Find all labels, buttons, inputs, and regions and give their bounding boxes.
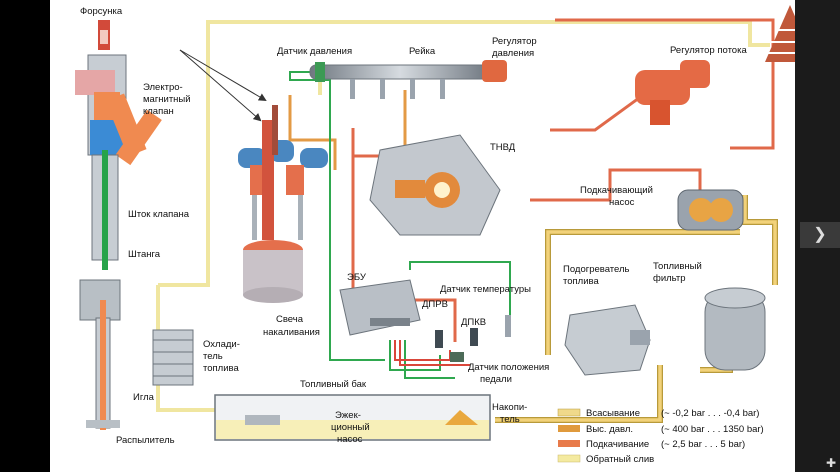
label-valve-stem: Шток клапана — [128, 209, 190, 220]
engine-cylinder — [238, 105, 328, 303]
label-jet-pump-3: насос — [337, 434, 363, 445]
label-cooler-2: тель — [203, 351, 223, 362]
legend-range: (~ 2,5 bar . . . 5 bar) — [661, 439, 745, 450]
fuel-heater — [564, 304, 651, 376]
common-rail — [309, 60, 507, 99]
legend-swatch-return — [557, 454, 581, 463]
label-pressure-sensor: Датчик давления — [277, 46, 352, 57]
label-glow-plug-1: Свеча — [276, 314, 304, 325]
label-fuel-tank: Топливный бак — [300, 379, 367, 390]
label-glow-plug-2: накаливания — [263, 327, 320, 338]
label-dprv: ДПРВ — [422, 299, 448, 310]
legend-item: Подкачивание (~ 2,5 bar . . . 5 bar) — [558, 439, 745, 450]
legend-swatch-suction — [557, 408, 581, 417]
fuel-tank — [214, 394, 491, 441]
legend-item: Обратный слив — [557, 454, 654, 465]
diagram-panel: Форсунка Электро- магнитный клапан Шток … — [50, 0, 795, 472]
label-fuel-heater-2: топлива — [563, 276, 599, 287]
label-accumulator-2: тель — [500, 414, 520, 425]
label-solenoid-2: магнитный — [143, 94, 191, 105]
flow-regulator — [635, 60, 710, 125]
label-ecu: ЭБУ — [347, 272, 367, 283]
legend-name: Всасывание — [586, 408, 640, 419]
fuel-system-diagram: Форсунка Электро- магнитный клапан Шток … — [75, 5, 795, 465]
label-pressure-regulator-2: давления — [492, 48, 534, 59]
legend-range: (~ 400 bar . . . 1350 bar) — [661, 424, 764, 435]
ecu-unit — [339, 279, 421, 336]
label-fuel-heater-1: Подогреватель — [563, 264, 630, 275]
fuel-cooler — [152, 329, 194, 386]
label-jet-pump-1: Эжек- — [335, 410, 361, 421]
label-nozzle: Распылитель — [116, 435, 175, 446]
label-rod: Штанга — [128, 249, 161, 260]
expand-icon[interactable]: ✚ — [825, 456, 836, 470]
label-accumulator-1: Накопи- — [492, 402, 527, 413]
label-solenoid-1: Электро- — [143, 82, 183, 93]
label-cooler-3: топлива — [203, 363, 239, 374]
label-cooler-1: Охлади- — [203, 339, 240, 350]
injector-cutaway — [75, 20, 162, 430]
label-feed-pump-2: насос — [609, 197, 635, 208]
label-jet-pump-2: ционный — [331, 422, 370, 433]
legend-name: Выс. давл. — [586, 424, 633, 435]
label-pedal-sensor-2: педали — [480, 374, 512, 385]
legend-range: (~ -0,2 bar . . . -0,4 bar) — [661, 408, 759, 419]
sensors — [435, 315, 511, 362]
feed-pump — [677, 189, 744, 231]
label-pedal-sensor-1: Датчик положения — [468, 362, 549, 373]
label-injector: Форсунка — [80, 6, 123, 17]
label-dpkv: ДПКВ — [461, 317, 486, 328]
label-fuel-filter-2: фильтр — [653, 273, 686, 284]
label-needle: Игла — [133, 392, 155, 403]
pyramid-logo — [765, 5, 795, 62]
legend-item: Всасывание (~ -0,2 bar . . . -0,4 bar) — [557, 408, 759, 419]
label-fuel-filter-1: Топливный — [653, 261, 702, 272]
legend-swatch-feed — [558, 440, 580, 447]
pointer-arrows — [179, 49, 267, 122]
legend-item: Выс. давл. (~ 400 bar . . . 1350 bar) — [558, 424, 764, 435]
hp-pump — [369, 134, 501, 236]
fuel-filter — [704, 287, 766, 371]
label-solenoid-3: клапан — [143, 106, 174, 117]
next-slide-button[interactable]: ❯ — [800, 222, 840, 248]
label-flow-regulator: Регулятор потока — [670, 45, 747, 56]
label-feed-pump-1: Подкачивающий — [580, 185, 653, 196]
signal-wires — [289, 71, 511, 379]
legend-name: Подкачивание — [586, 439, 649, 450]
label-rail: Рейка — [409, 46, 436, 57]
label-pressure-regulator-1: Регулятор — [492, 36, 537, 47]
legend: Всасывание (~ -0,2 bar . . . -0,4 bar) В… — [557, 408, 764, 465]
label-hp-pump: ТНВД — [490, 142, 516, 153]
label-temp-sensor: Датчик температуры — [440, 284, 531, 295]
chevron-right-icon: ❯ — [813, 226, 827, 243]
legend-swatch-high-pressure — [558, 425, 580, 432]
legend-name: Обратный слив — [586, 454, 654, 465]
